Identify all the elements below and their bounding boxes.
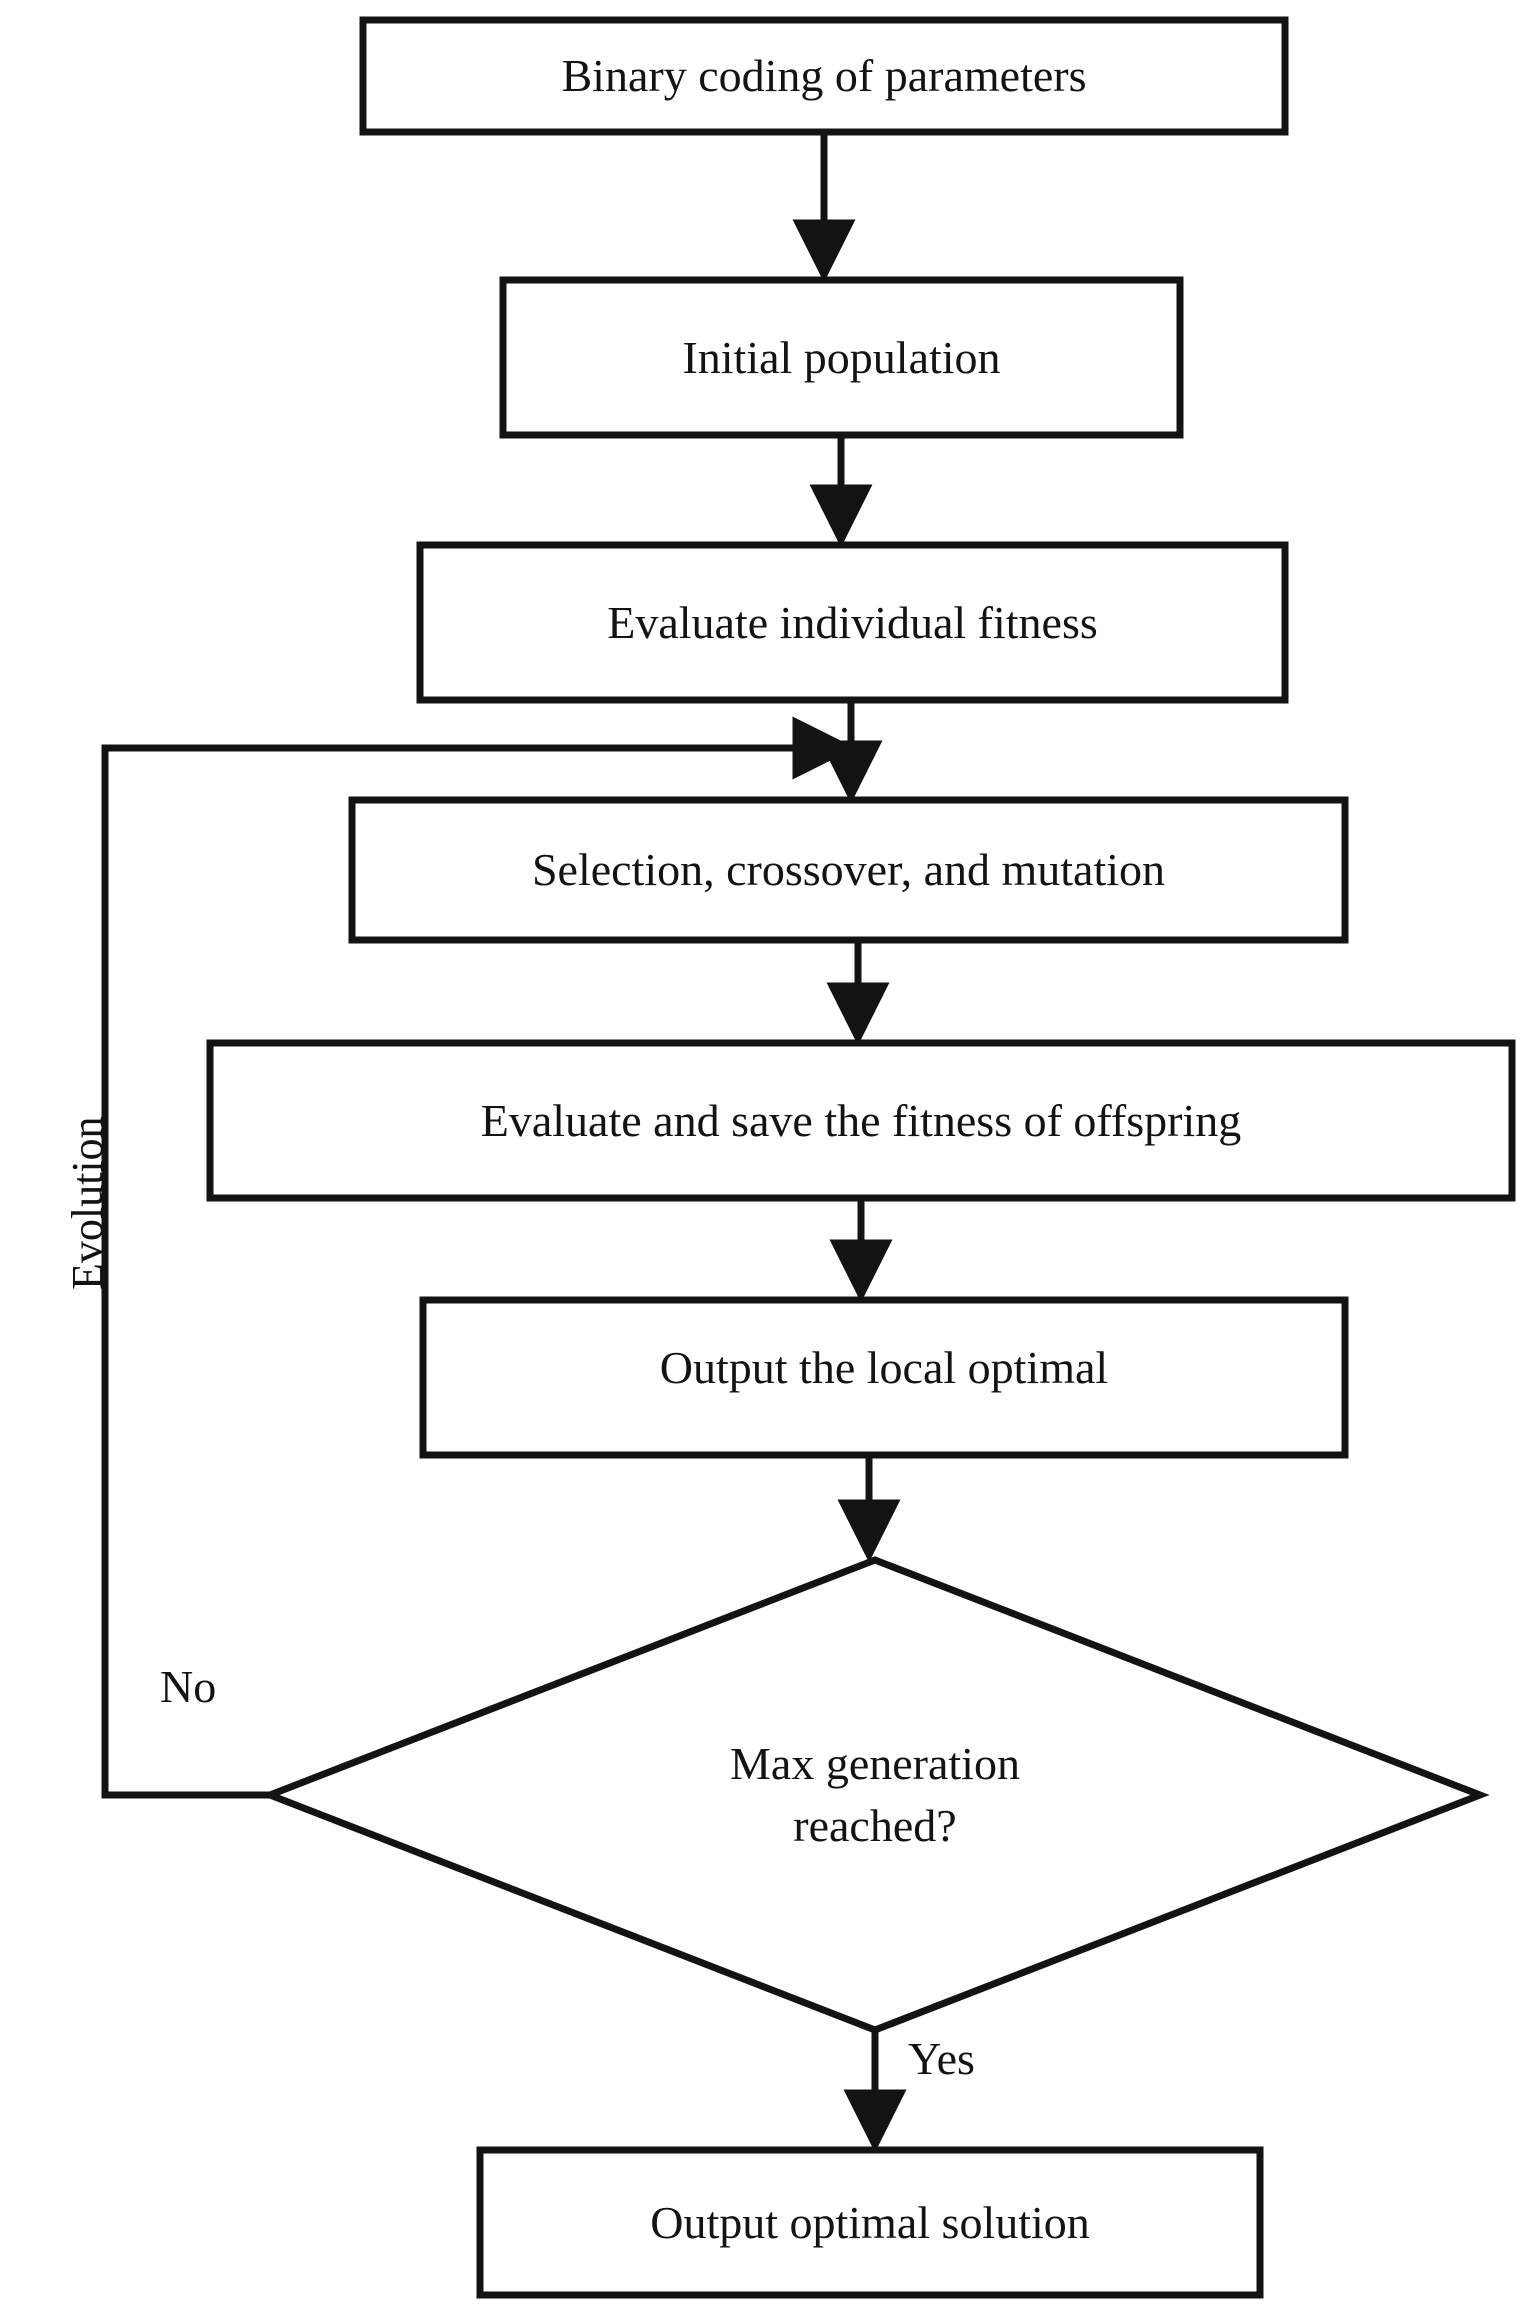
node-output-optimal-solution <box>476 2146 1264 2299</box>
node-evaluate-individual-fitness <box>416 541 1289 704</box>
edge-decision-no-feedback-loop <box>101 716 856 1799</box>
node-selection-crossover-mutation <box>348 796 1349 944</box>
node-evaluate-save-offspring <box>206 1039 1516 1202</box>
edge-label-yes: Yes <box>908 2033 975 2084</box>
node-binary-coding <box>359 16 1289 136</box>
evolution-axis-label: Evolution <box>63 1116 112 1290</box>
node-initial-population <box>499 276 1184 439</box>
node-output-local-optimal <box>419 1296 1349 1459</box>
node-max-generation-reached <box>260 1556 1490 2034</box>
edge-label-no: No <box>160 1661 217 1712</box>
